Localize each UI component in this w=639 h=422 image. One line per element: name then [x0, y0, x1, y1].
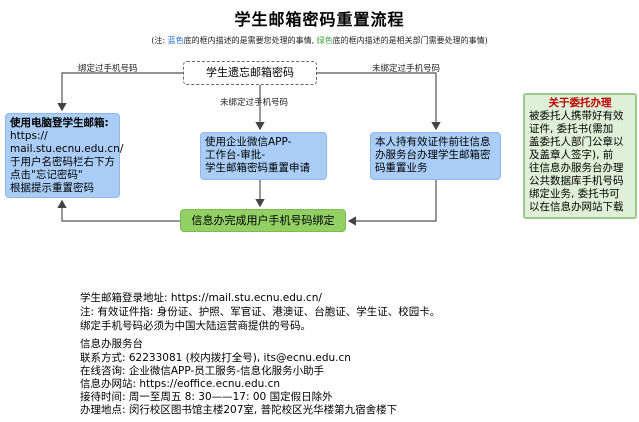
- proxy-note-line-6: 公共数据库手机号码: [529, 175, 624, 187]
- note-green-word: 绿色: [316, 36, 333, 45]
- step-web-line-2: https://: [10, 130, 48, 142]
- note-blue-text: 底的框内描述的是需要您处理的事情,: [183, 36, 315, 45]
- proxy-note-line-2: 证件, 委托书(需加: [529, 123, 614, 135]
- step-wechat-line-3: 学生邮箱密码重置申请: [205, 162, 310, 174]
- step-web-line-5: 点击"忘记密码": [10, 169, 83, 181]
- proxy-note-title: 关于委托办理: [548, 97, 612, 109]
- connector-green-left: [57, 199, 180, 222]
- step-in-person-line-3: 码重置业务: [375, 162, 428, 174]
- info-address: 办理地点: 闵行校区图书馆主楼207室, 普陀校区光华楼第九宿舍楼下: [80, 404, 398, 416]
- step-in-person: 本人持有效证件前往信息 办服务台办理学生邮箱密 码重置业务: [370, 132, 501, 180]
- info-online: 在线咨询: 企业微信APP-员工服务-信息化服务小助手: [80, 365, 325, 377]
- legend-note: (注: 蓝色底的框内描述的是需要您处理的事情, 绿色底的框内描述的是相关部门需要…: [0, 35, 639, 46]
- label-bound-phone: 绑定过手机号码: [78, 64, 138, 74]
- connector-start-left: [57, 72, 183, 112]
- info-id-types: 注: 有效证件指: 身份证、护照、军官证、港澳证、台胞证、学生证、校园卡。: [80, 306, 441, 318]
- label-unbound-phone-mid: 未绑定过手机号码: [220, 98, 289, 108]
- step-in-person-line-1: 本人持有效证件前往信息: [375, 136, 491, 148]
- proxy-note-line-5: 往信息办服务台办理: [529, 162, 624, 174]
- start-node: 学生遗忘邮箱密码: [183, 61, 317, 85]
- step-in-person-line-2: 办服务台办理学生邮箱密: [375, 149, 491, 161]
- info-website: 信息办网站: https://eoffice.ecnu.edu.cn: [80, 378, 281, 390]
- step-web-line-6: 根据提示重置密码: [10, 182, 94, 194]
- note-blue-word: 蓝色: [167, 36, 184, 45]
- note-green-text: 底的框内描述的是相关部门需要处理的事情): [332, 36, 488, 45]
- info-phone-note: 绑定手机号码必须为中国大陆运营商提供的号码。: [80, 320, 311, 332]
- proxy-note-panel: 关于委托办理 被委托人携带好有效 证件, 委托书(需加 盖委托人部门公章以 及盖…: [523, 93, 637, 219]
- connector-right-green: [347, 180, 437, 226]
- label-unbound-phone-right: 未绑定过手机号码: [372, 64, 441, 74]
- step-web-line-4: 于用户名密码栏右下方: [10, 156, 115, 168]
- info-contact: 联系方式: 62233081 (校内拨打全号), its@ecnu.edu.cn: [80, 352, 351, 364]
- step-phone-binding: 信息办完成用户手机号码绑定: [180, 209, 346, 232]
- proxy-note-line-3: 盖委托人部门公章以: [529, 136, 624, 148]
- proxy-note-line-8: 以在信息办网站下载: [529, 201, 624, 213]
- info-desk-title: 信息办服务台: [80, 338, 143, 350]
- info-mail-url: 学生邮箱登录地址: https://mail.stu.ecnu.edu.cn/: [80, 292, 322, 304]
- note-prefix: (注:: [151, 36, 166, 45]
- proxy-note-line-7: 绑定业务, 委托书可: [529, 188, 620, 200]
- proxy-note-line-4: 及盖章人签字), 前: [529, 149, 614, 161]
- step-web-line-1: 使用电脑登学生邮箱:: [10, 117, 109, 129]
- step-wechat-line-2: 工作台-审批-: [205, 149, 266, 161]
- step-web-line-3: mail.stu.ecnu.edu.cn/: [10, 143, 124, 155]
- page-title: 学生邮箱密码重置流程: [234, 10, 405, 29]
- step-web-reset: 使用电脑登学生邮箱: https:// mail.stu.ecnu.edu.cn…: [5, 113, 124, 198]
- proxy-note-line-1: 被委托人携带好有效: [529, 110, 624, 122]
- step-wechat-line-1: 使用企业微信APP-: [205, 136, 292, 148]
- info-hours: 接待时间: 周一至周五 8: 30——17: 00 国定假日除外: [80, 391, 333, 403]
- step-wechat-apply: 使用企业微信APP- 工作台-审批- 学生邮箱密码重置申请: [200, 132, 327, 180]
- connector-start-right: [317, 72, 441, 131]
